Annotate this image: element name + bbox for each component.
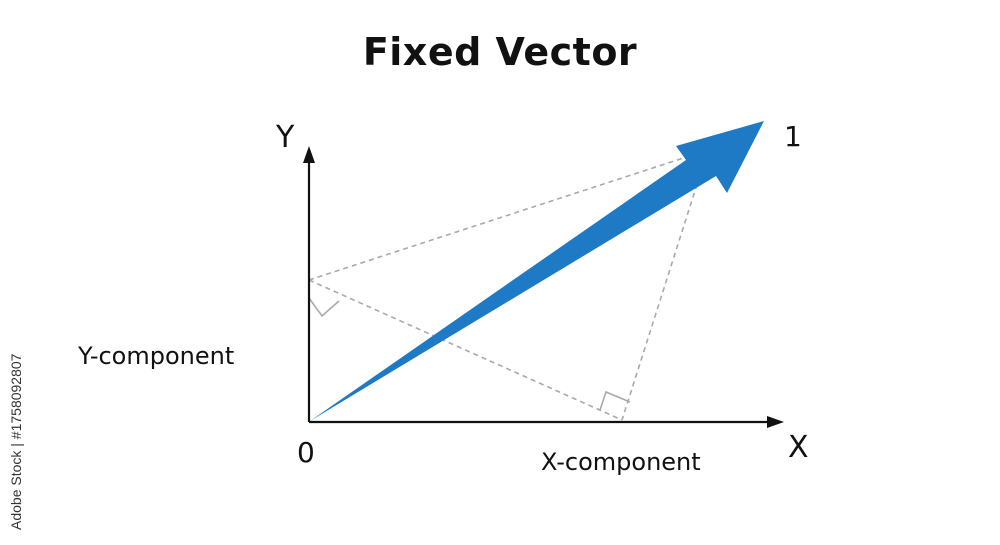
origin-label: 0 (297, 436, 315, 469)
projection-line-y-to-x (308, 279, 623, 421)
x-axis-arrowhead (767, 416, 784, 428)
y-component-label: Y-component (77, 342, 234, 370)
vector-endpoint-label: 1 (784, 120, 802, 153)
projection-line-tip-to-x (621, 149, 709, 421)
fixed-vector-arrow (310, 121, 764, 421)
y-axis-arrowhead (303, 146, 315, 163)
x-component-label: X-component (541, 448, 701, 476)
diagram-title: Fixed Vector (362, 30, 638, 74)
y-axis-label: Y (275, 120, 295, 155)
right-angle-marker-y (308, 297, 340, 318)
stock-watermark: Adobe Stock | #1758092807 (8, 353, 24, 530)
right-angle-marker-x (599, 390, 631, 411)
projection-line-y-to-tip (308, 149, 709, 281)
x-axis-label: X (788, 430, 809, 465)
